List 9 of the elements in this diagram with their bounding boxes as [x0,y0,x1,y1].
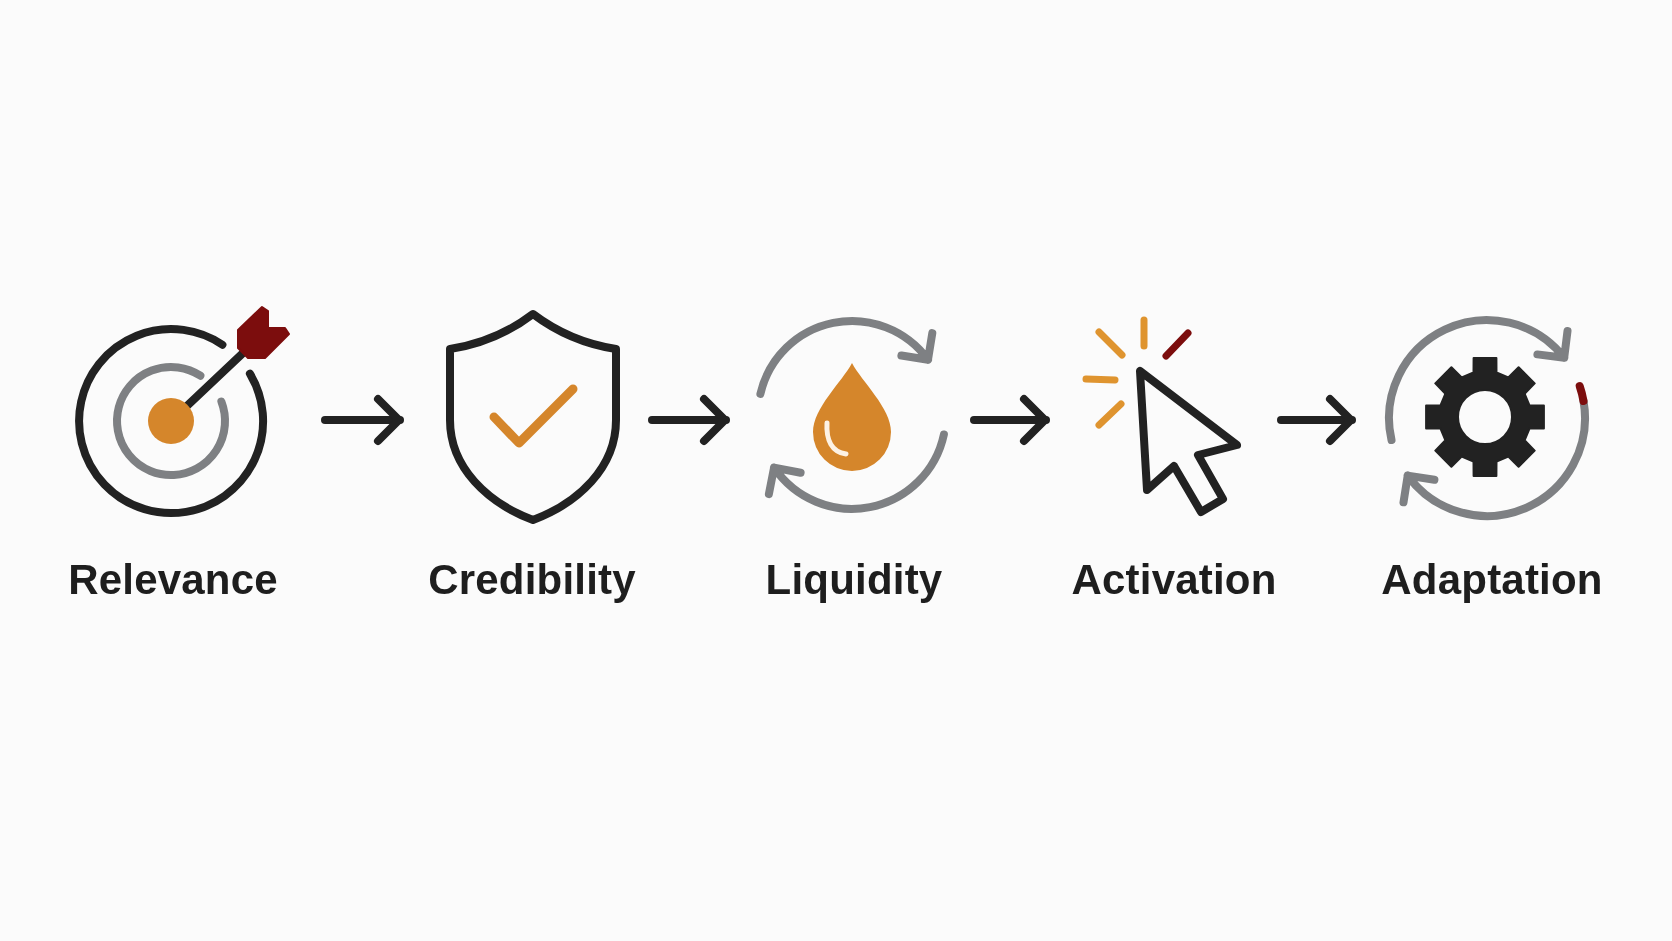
arrow [648,395,730,445]
arrow [1277,395,1356,445]
step-label: Credibility [428,555,636,605]
step-label: Activation [1071,555,1277,605]
step-label: Liquidity [765,555,943,605]
step-label: Adaptation [1381,555,1603,605]
arrow [321,395,404,445]
step-label: Relevance [68,555,278,605]
arrow [970,395,1050,445]
